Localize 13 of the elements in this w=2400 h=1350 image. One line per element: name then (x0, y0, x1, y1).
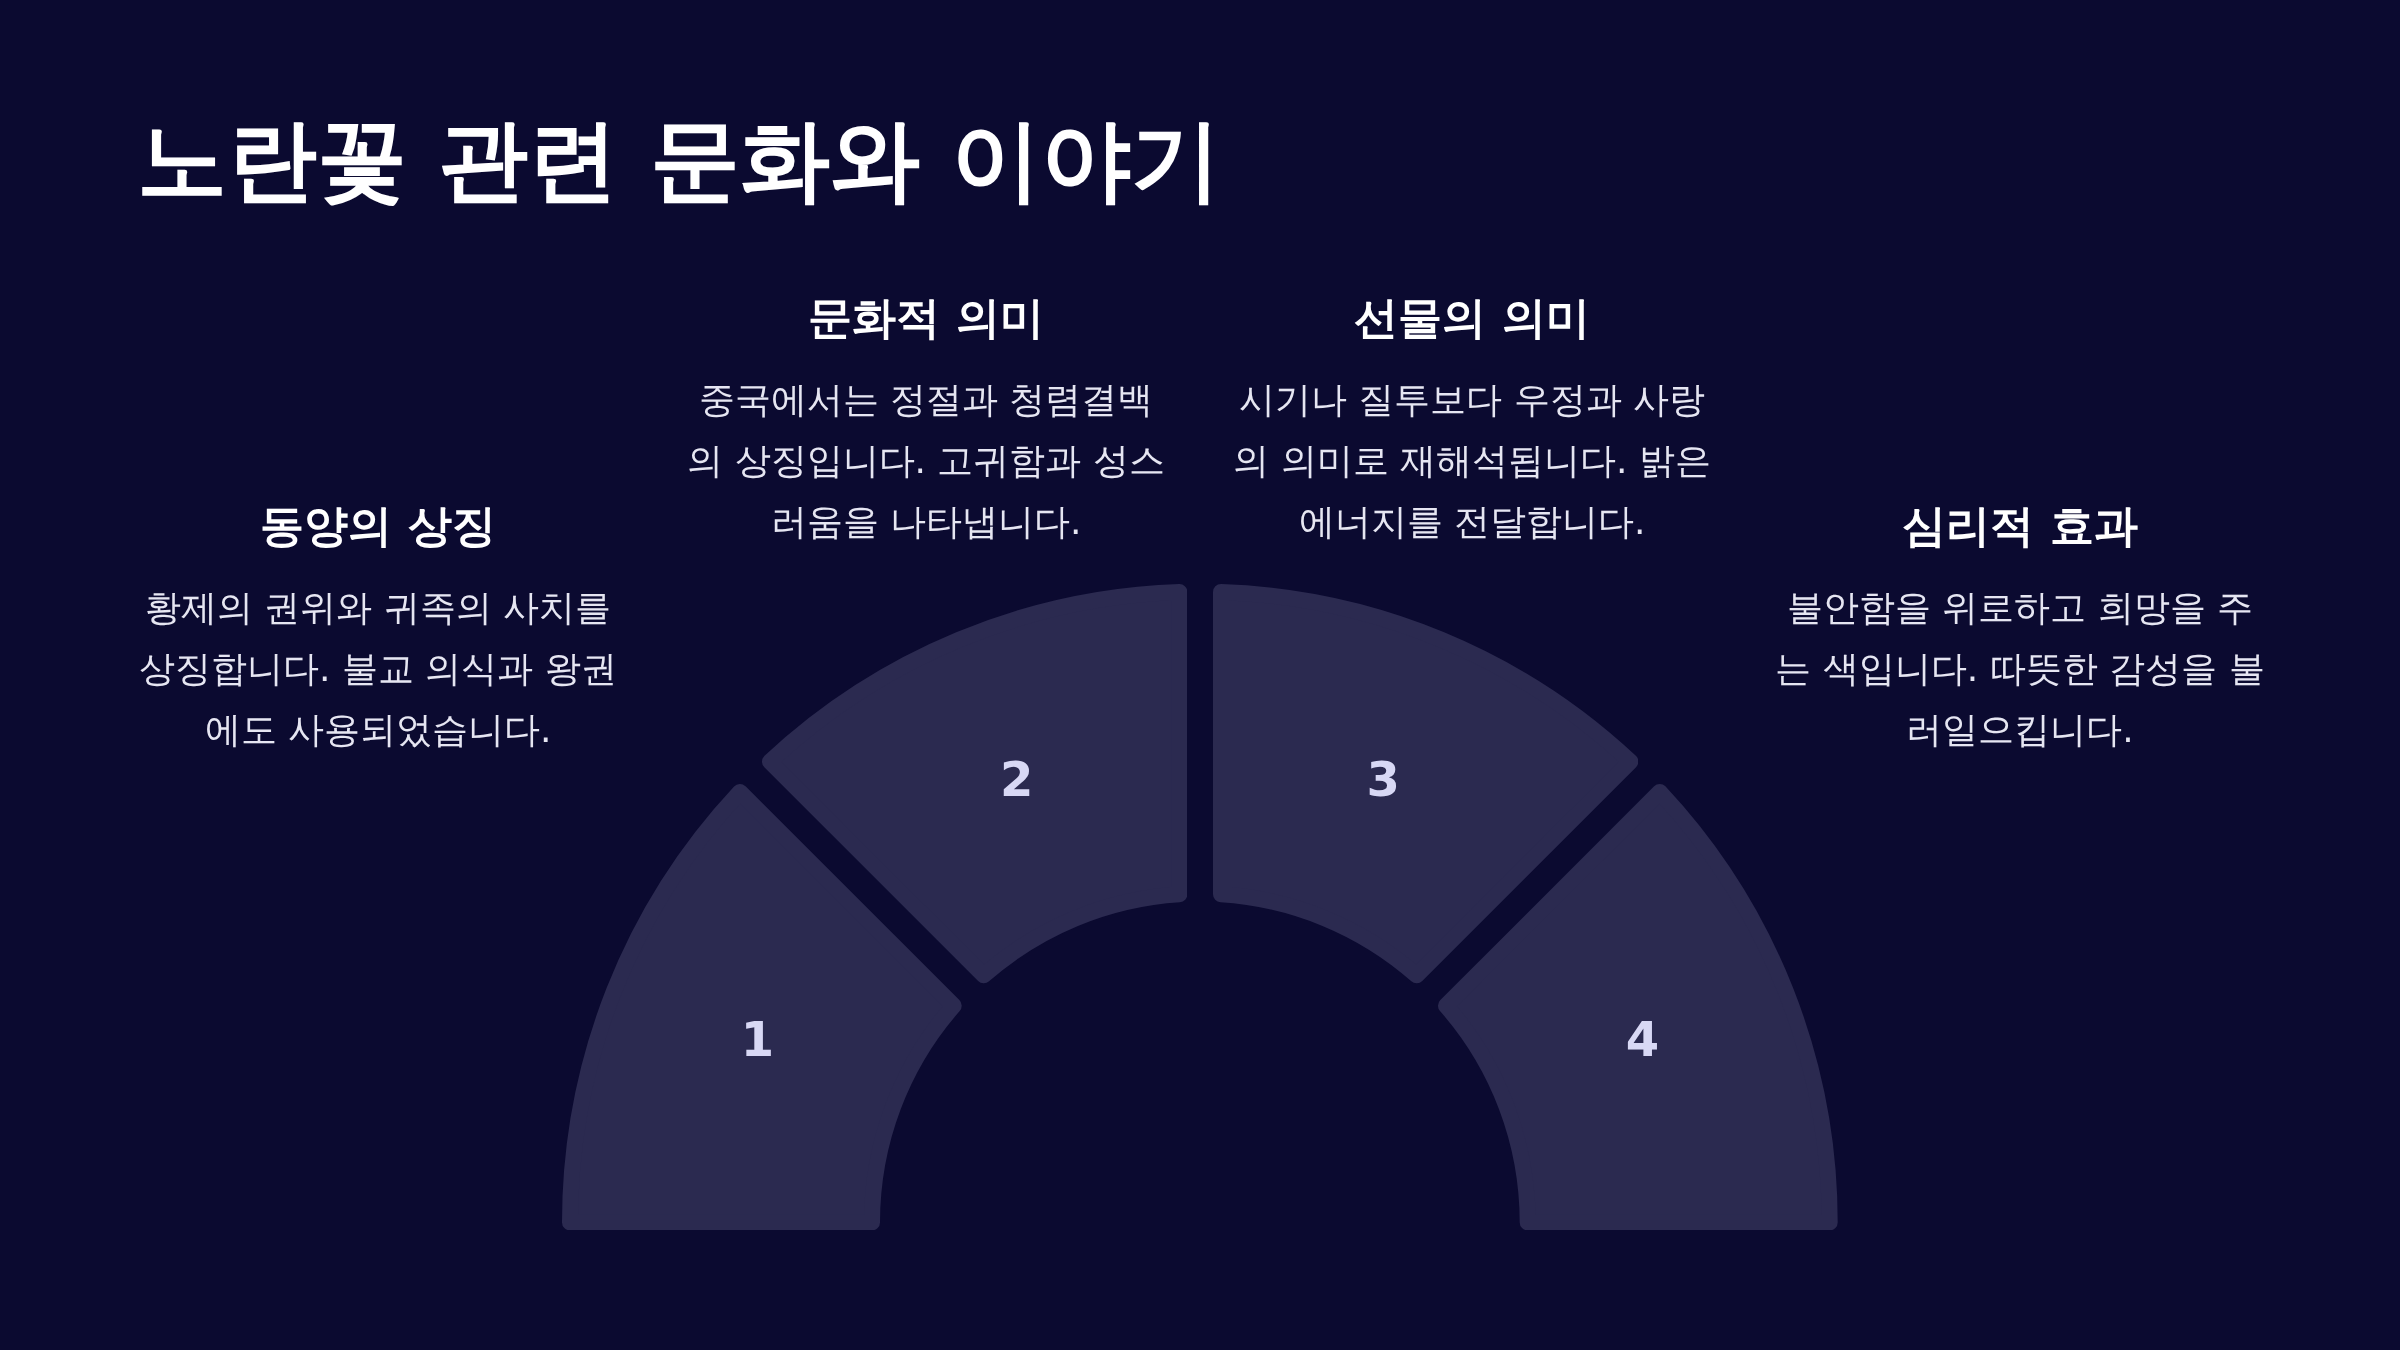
description-text: 불안함을 위로하고 희망을 주는 색입니다. 따뜻한 감성을 불러일으킵니다. (1775, 586, 2265, 752)
description-text: 황제의 권위와 귀족의 사치를 상징합니다. 불교 의식과 왕권에도 사용되었습니다. (138, 586, 618, 752)
segment-number: 2 (999, 751, 1034, 808)
section-heading: 심리적 효과 (1902, 499, 2138, 553)
segment-number: 3 (1366, 751, 1400, 808)
section-heading: 문화적 의미 (808, 291, 1044, 345)
description-text: 시기나 질투보다 우정과 사랑의 의미로 재해석됩니다. 밝은 에너지를 전달합니다. (1232, 378, 1712, 544)
segment-number: 1 (740, 1010, 775, 1067)
section-heading: 선물의 의미 (1354, 291, 1590, 345)
title: 노란꽃 관련 문화와 이야기 (137, 106, 1221, 214)
description-text: 중국에서는 정절과 청렴결백의 상징입니다. 고귀함과 성스러움을 나타냅니다. (686, 378, 1166, 544)
segment-number: 4 (1625, 1010, 1660, 1067)
section-heading: 동양의 상징 (260, 499, 496, 553)
